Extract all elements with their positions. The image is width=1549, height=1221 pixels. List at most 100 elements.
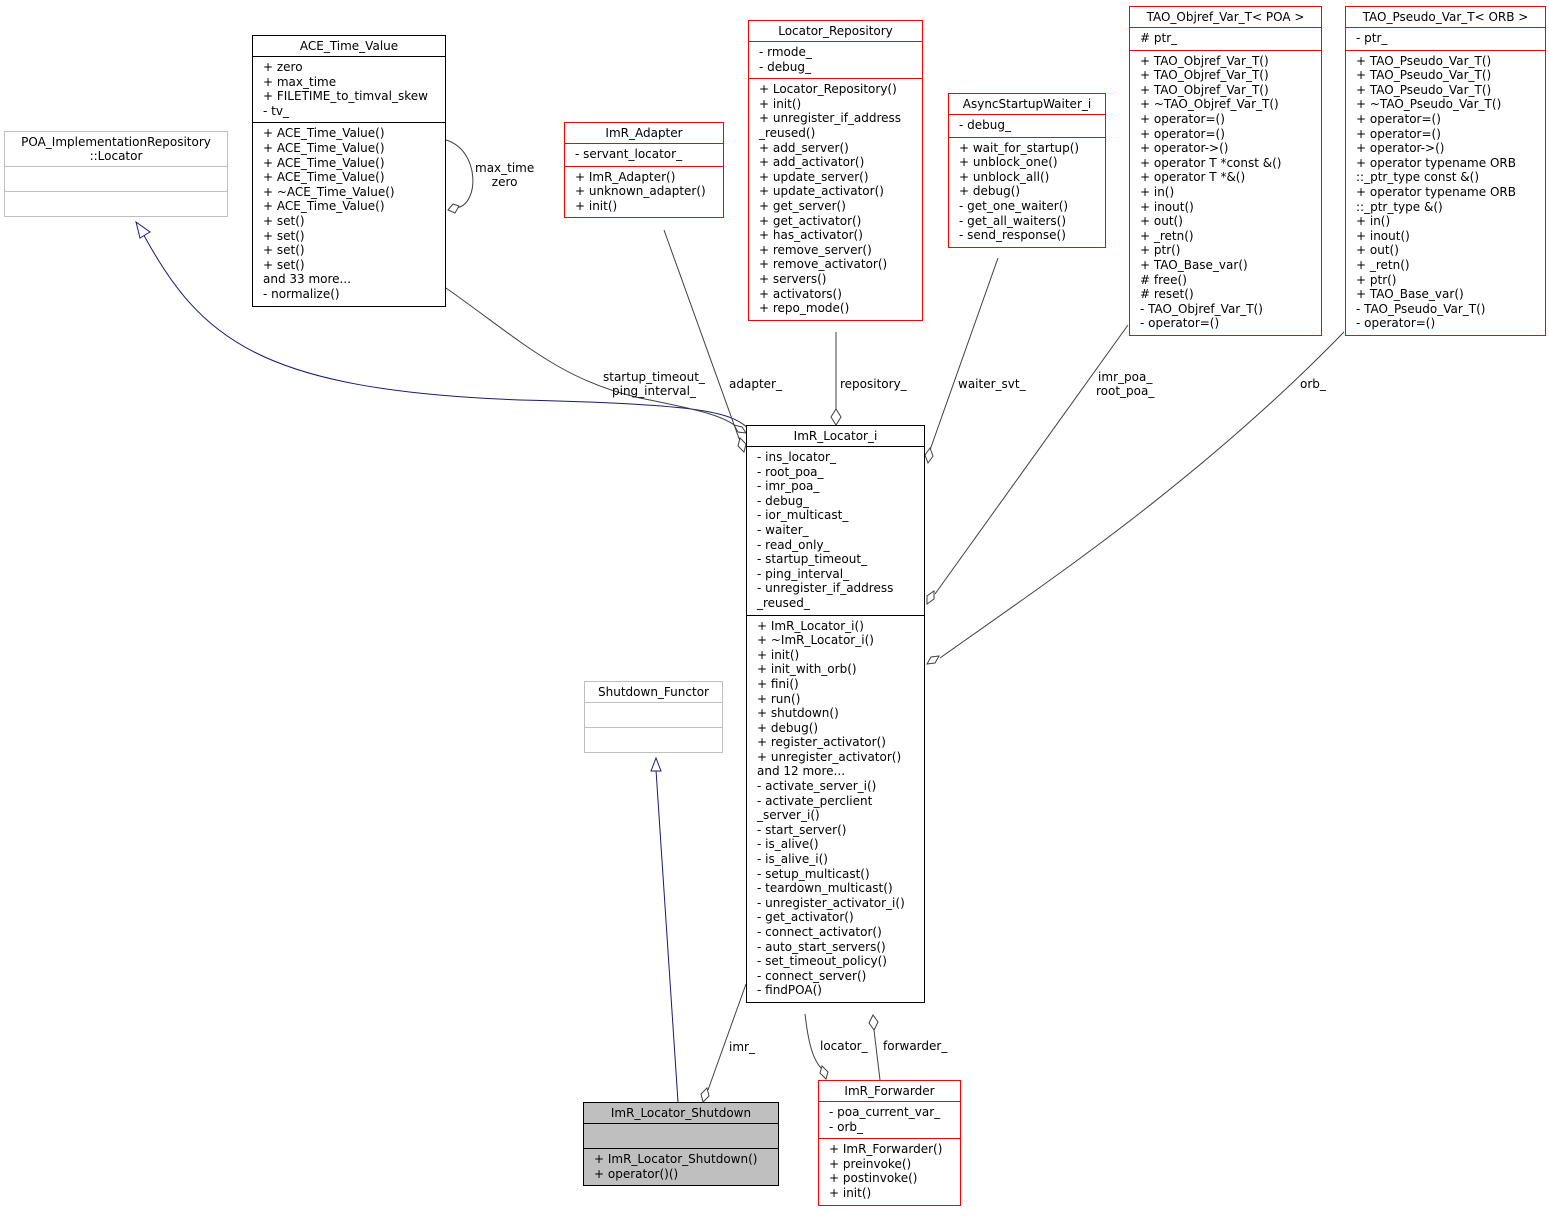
edge-label-max-time-zero: max_time zero — [475, 161, 535, 189]
operation: + wait_for_startup() — [959, 140, 1080, 155]
operation: + init() — [575, 198, 618, 213]
class-name: TAO_Objref_Var_T< POA > — [1146, 10, 1305, 24]
class-name: AsyncStartupWaiter_i — [962, 97, 1092, 111]
operation: - get_one_waiter() — [959, 198, 1069, 213]
operation: + servers() — [759, 271, 827, 286]
class-async-startup-waiter[interactable]: AsyncStartupWaiter_i - debug_ + wait_for_s… — [948, 93, 1106, 248]
operation: + register_activator() — [757, 735, 886, 750]
arrow-inherit-poa-locator — [135, 220, 151, 239]
operation: + unknown_adapter() — [575, 184, 706, 199]
operation: + operator=() — [1140, 126, 1225, 141]
edge-imr — [707, 983, 747, 1091]
operation: + operator typename ORB ::_ptr_type cons… — [1356, 155, 1516, 185]
class-imr-locator-shutdown[interactable]: ImR_Locator_Shutdown+ ImR_Locator_Shutdo… — [583, 1102, 779, 1187]
operation: - get_all_waiters() — [959, 213, 1067, 228]
operation: + TAO_Objref_Var_T() — [1140, 68, 1269, 83]
operation: - unregister_activator_i() — [757, 895, 905, 910]
attribute: + max_time — [263, 74, 337, 89]
edge-label-locator: locator_ — [820, 1039, 868, 1053]
operation: + ~TAO_Pseudo_Var_T() — [1356, 97, 1502, 112]
diamond-waiter — [924, 446, 934, 465]
arrow-inherit-shutdown — [650, 756, 662, 772]
class-imr-adapter[interactable]: ImR_Adapter- servant_locator_+ ImR_Adapt… — [564, 122, 724, 219]
operation: + debug() — [757, 720, 819, 735]
operation: + TAO_Objref_Var_T() — [1140, 53, 1269, 68]
operation: + operator=() — [1140, 111, 1225, 126]
edge-inherit-poa-locator — [140, 229, 749, 429]
class-ace-time-value[interactable]: ACE_Time_Value+ zero+ max_time+ FILETIME… — [252, 35, 446, 307]
class-name: TAO_Pseudo_Var_T< ORB > — [1362, 10, 1529, 24]
diamond-imr — [700, 1087, 710, 1103]
operation: + get_activator() — [759, 213, 862, 228]
operation: + update_server() — [759, 169, 869, 184]
operation: + set() — [263, 243, 305, 258]
operation: + postinvoke() — [829, 1171, 918, 1186]
class-tao-pseudo-var[interactable]: TAO_Pseudo_Var_T< ORB >- ptr_+ TAO_Pseud… — [1345, 6, 1546, 336]
operation: + operator T *&() — [1140, 170, 1246, 185]
operation: # reset() — [1140, 287, 1194, 302]
attribute: - orb_ — [829, 1119, 864, 1134]
operation: + add_server() — [759, 140, 849, 155]
operation: + debug() — [959, 184, 1021, 199]
edge-label-adapter: adapter_ — [729, 377, 782, 391]
operation: + out() — [1140, 214, 1183, 229]
attributes-section — [584, 1123, 778, 1148]
operation: # free() — [1140, 272, 1187, 287]
class-tao-objref-var[interactable]: TAO_Objref_Var_T< POA > # ptr_ + TAO_Objre… — [1129, 6, 1322, 336]
attribute: - root_poa_ — [757, 464, 824, 479]
operation: + remove_server() — [759, 242, 872, 257]
class-shutdown-functor[interactable]: Shutdown_Functor — [584, 681, 723, 753]
operation: - TAO_Objref_Var_T() — [1140, 301, 1263, 316]
attribute: - waiter_ — [757, 522, 809, 537]
attributes-section: - poa_current_var_- orb_ — [819, 1101, 960, 1138]
operation: - is_alive_i() — [757, 852, 828, 867]
attribute: - poa_current_var_ — [829, 1105, 941, 1119]
operation: + ImR_Locator_i() — [757, 618, 864, 633]
operation: + activators() — [759, 286, 842, 301]
operation: + _retn() — [1140, 228, 1194, 243]
operation: - get_activator() — [757, 910, 854, 925]
operation: + ACE_Time_Value() — [263, 170, 385, 185]
operation: - findPOA() — [757, 983, 822, 998]
edge-ace-locator — [445, 287, 739, 429]
operation: - teardown_multicast() — [757, 881, 893, 896]
operation: + ptr() — [1140, 243, 1181, 258]
attributes-section: # ptr_ — [1130, 27, 1321, 50]
class-imr-forwarder[interactable]: ImR_Forwarder- poa_current_var_- orb_+ I… — [818, 1080, 961, 1206]
operation: - operator=() — [1140, 316, 1220, 331]
edge-label-waiter-svt: waiter_svt_ — [958, 377, 1026, 391]
operation: + _retn() — [1356, 257, 1410, 272]
operation: - activate_server_i() — [757, 779, 877, 794]
operation: + init() — [759, 96, 802, 111]
operations-section — [585, 727, 722, 752]
operations-section: + wait_for_startup()+ unblock_one()+ unb… — [949, 136, 1105, 247]
operation: + operator typename ORB ::_ptr_type &() — [1356, 184, 1516, 214]
attributes-section — [585, 702, 722, 727]
class-locator-repository[interactable]: Locator_Repository- rmode_- debug_+ Loca… — [748, 20, 923, 321]
operation: + in() — [1356, 214, 1391, 229]
operations-section: + ImR_Forwarder()+ preinvoke()+ postinvo… — [819, 1138, 960, 1204]
diamond-pseudo — [926, 655, 940, 665]
operation: + operator=() — [1356, 126, 1441, 141]
edge-inherit-shutdown — [655, 769, 679, 1103]
attribute: - debug_ — [959, 118, 1011, 132]
operation: + ImR_Adapter() — [575, 169, 676, 184]
operation: + TAO_Pseudo_Var_T() — [1356, 53, 1492, 68]
edge-locator — [804, 1013, 822, 1069]
attributes-section: - ins_locator_- root_poa_- imr_poa_- deb… — [747, 446, 924, 615]
class-imr-locator-i[interactable]: ImR_Locator_i- ins_locator_- root_poa_- … — [746, 425, 925, 1003]
attributes-section: + zero+ max_time+ FILETIME_to_timval_ske… — [253, 56, 445, 122]
class-name: Locator_Repository — [778, 24, 893, 38]
operation: + shutdown() — [757, 706, 839, 721]
attribute: - ping_interval_ — [757, 566, 850, 581]
operation: + operator->() — [1140, 141, 1229, 156]
edge-label-imr-poa: imr_poa_ root_poa_ — [1096, 370, 1155, 398]
attributes-section: - debug_ — [949, 114, 1105, 137]
attributes-section: - rmode_- debug_ — [749, 41, 922, 78]
class-poa-locator[interactable]: POA_ImplementationRepository ::Locator — [4, 131, 228, 217]
operation: - setup_multicast() — [757, 866, 870, 881]
class-name: ImR_Locator_Shutdown — [610, 1106, 752, 1120]
operation: + set() — [263, 228, 305, 243]
operation: + update_activator() — [759, 184, 884, 199]
